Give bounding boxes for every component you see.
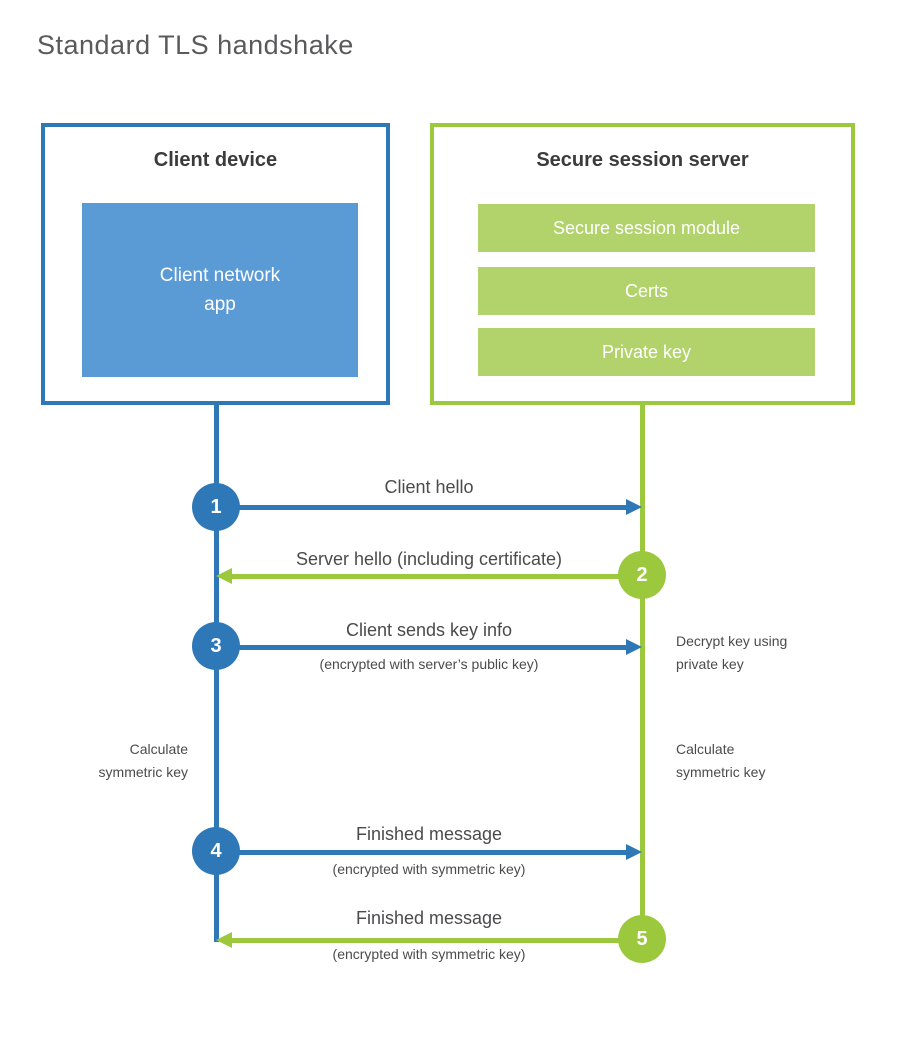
page-title: Standard TLS handshake [37, 30, 354, 60]
step-4-badge: 4 [192, 827, 240, 875]
calculate-symmetric-key-note-server: Calculate symmetric key [676, 738, 846, 784]
step-1-number: 1 [210, 495, 222, 518]
step-2-arrow [216, 568, 642, 584]
calc-server-line1: Calculate [676, 741, 735, 757]
step-2-message-label: Server hello (including certificate) [295, 549, 563, 569]
step-4-arrowhead-right-icon [626, 844, 642, 860]
step-3-number: 3 [210, 634, 222, 657]
client-app-label-line1: Client network [159, 265, 281, 286]
server-module-secure-session-module: Secure session module [478, 204, 815, 252]
client-app-label-line2: app [204, 294, 236, 315]
step-5-badge: 5 [618, 915, 666, 963]
calc-client-line2: symmetric key [98, 764, 188, 780]
secure-session-server-box: Secure session server Secure session mod… [430, 123, 855, 405]
step-1-arrow-shaft [216, 504, 627, 510]
secure-session-server-title: Secure session server [536, 149, 749, 171]
server-module-private-key: Private key [478, 328, 815, 376]
step-3-arrow-shaft [216, 644, 627, 650]
step-3-message-subtext: (encrypted with server’s public key) [319, 656, 539, 672]
calculate-symmetric-key-note-client: Calculate symmetric key [38, 738, 188, 784]
client-device-box: Client device Client network app [41, 123, 390, 405]
step-4-message-subtext: (encrypted with symmetric key) [332, 861, 526, 877]
step-2-badge: 2 [618, 551, 666, 599]
step-3-arrow [216, 639, 642, 655]
step-1-badge: 1 [192, 483, 240, 531]
step-5-message-subtext: (encrypted with symmetric key) [332, 946, 526, 962]
step-2-arrowhead-left-icon [216, 568, 232, 584]
step-5-number: 5 [636, 927, 648, 950]
server-lifeline [640, 405, 645, 940]
step-1-message-label: Client hello [384, 477, 474, 497]
step-4-arrow-shaft [216, 849, 627, 855]
step-4-arrow [216, 844, 642, 860]
client-device-title: Client device [153, 149, 278, 171]
step-5-arrow-shaft [231, 937, 642, 943]
step-1-arrow [216, 499, 642, 515]
calc-server-line2: symmetric key [676, 764, 766, 780]
decrypt-key-note-line2: private key [676, 656, 744, 672]
step-3-message-label: Client sends key info [345, 620, 513, 640]
client-network-app-box: Client network app [82, 203, 358, 377]
step-3-badge: 3 [192, 622, 240, 670]
client-lifeline [214, 405, 219, 942]
step-2-arrow-shaft [231, 573, 642, 579]
step-3-arrowhead-right-icon [626, 639, 642, 655]
step-4-message-label: Finished message [355, 824, 503, 844]
step-1-arrowhead-right-icon [626, 499, 642, 515]
step-4-number: 4 [210, 839, 222, 862]
decrypt-key-note-line1: Decrypt key using [676, 633, 788, 649]
step-5-arrowhead-left-icon [216, 932, 232, 948]
decrypt-key-note: Decrypt key using private key [676, 630, 846, 676]
step-5-message-label: Finished message [355, 908, 503, 928]
step-2-number: 2 [636, 563, 648, 586]
step-5-arrow [216, 932, 642, 948]
server-module-certs: Certs [478, 267, 815, 315]
calc-client-line1: Calculate [129, 741, 188, 757]
